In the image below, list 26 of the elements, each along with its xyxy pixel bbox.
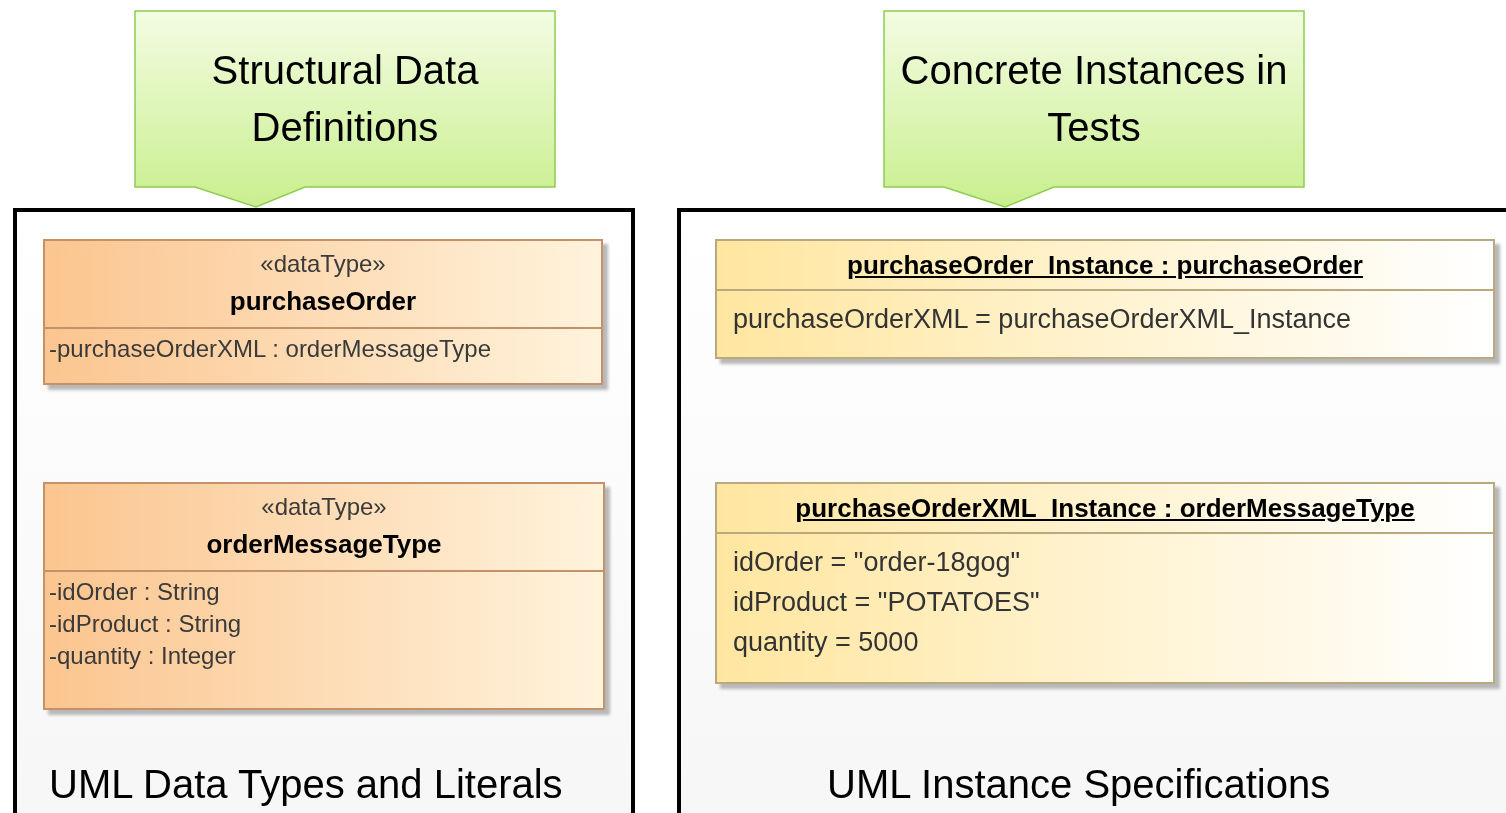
class-box	[43, 482, 605, 710]
stereotype-label: «dataType»	[261, 492, 387, 522]
panel-frame	[677, 208, 1506, 813]
slot-value: idOrder = "order-18gog"	[733, 546, 1022, 579]
class-box	[43, 239, 603, 385]
instance-name: purchaseOrderXML_Instance : orderMessageType	[795, 492, 1415, 525]
class-name: orderMessageType	[206, 528, 442, 561]
attribute-text: -purchaseOrderXML : orderMessageType	[49, 334, 492, 364]
instance-box	[715, 482, 1495, 684]
callout-box	[883, 10, 1305, 208]
callout-box	[134, 10, 556, 208]
panel-title: UML Instance Specifications	[827, 761, 1331, 808]
attribute-text: -idOrder : String	[49, 577, 221, 607]
panel-title: UML Data Types and Literals	[49, 761, 563, 808]
instance-box	[715, 239, 1495, 359]
callout-text: Concrete Instances in Tests	[899, 46, 1289, 151]
panel-frame	[13, 208, 635, 813]
slot-value: quantity = 5000	[733, 626, 920, 659]
instance-name: purchaseOrder_Instance : purchaseOrder	[847, 249, 1363, 282]
slot-value: idProduct = "POTATOES"	[733, 586, 1041, 619]
callout-text: Structural Data Definitions	[210, 46, 480, 151]
class-name: purchaseOrder	[229, 285, 417, 318]
slot-value: purchaseOrderXML = purchaseOrderXML_Instance	[733, 303, 1353, 336]
attribute-text: -idProduct : String	[49, 609, 243, 639]
attribute-text: -quantity : Integer	[49, 641, 237, 671]
stereotype-label: «dataType»	[260, 249, 386, 279]
